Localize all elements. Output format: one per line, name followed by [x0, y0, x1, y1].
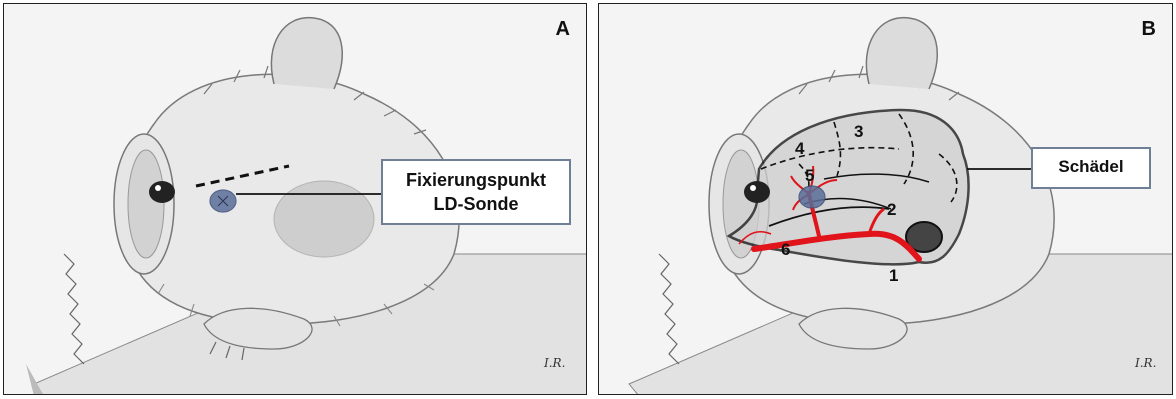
panel-a: A Fixierungspunkt LD-Sonde I.R.	[3, 3, 587, 395]
probe-label-line-2: LD-Sonde	[383, 192, 569, 216]
number-label-3: 3	[854, 122, 863, 142]
panel-b: B Schädel 1 2 3 4 5 6 I.R.	[598, 3, 1173, 395]
hamster-sketch-b	[599, 4, 1173, 395]
probe-label-line-1: Fixierungspunkt	[383, 168, 569, 192]
number-label-5: 5	[805, 166, 814, 186]
number-label-6: 6	[781, 240, 790, 260]
artist-signature-a: I.R.	[544, 356, 565, 370]
skull-label: Schädel	[1031, 147, 1151, 189]
number-label-1: 1	[889, 266, 898, 286]
probe-fixation-label: Fixierungspunkt LD-Sonde	[381, 159, 571, 225]
panel-letter-b: B	[1142, 18, 1156, 41]
number-label-2: 2	[887, 200, 896, 220]
number-label-4: 4	[795, 139, 804, 159]
artist-signature-b: I.R.	[1135, 356, 1156, 370]
panel-letter-a: A	[556, 18, 570, 41]
